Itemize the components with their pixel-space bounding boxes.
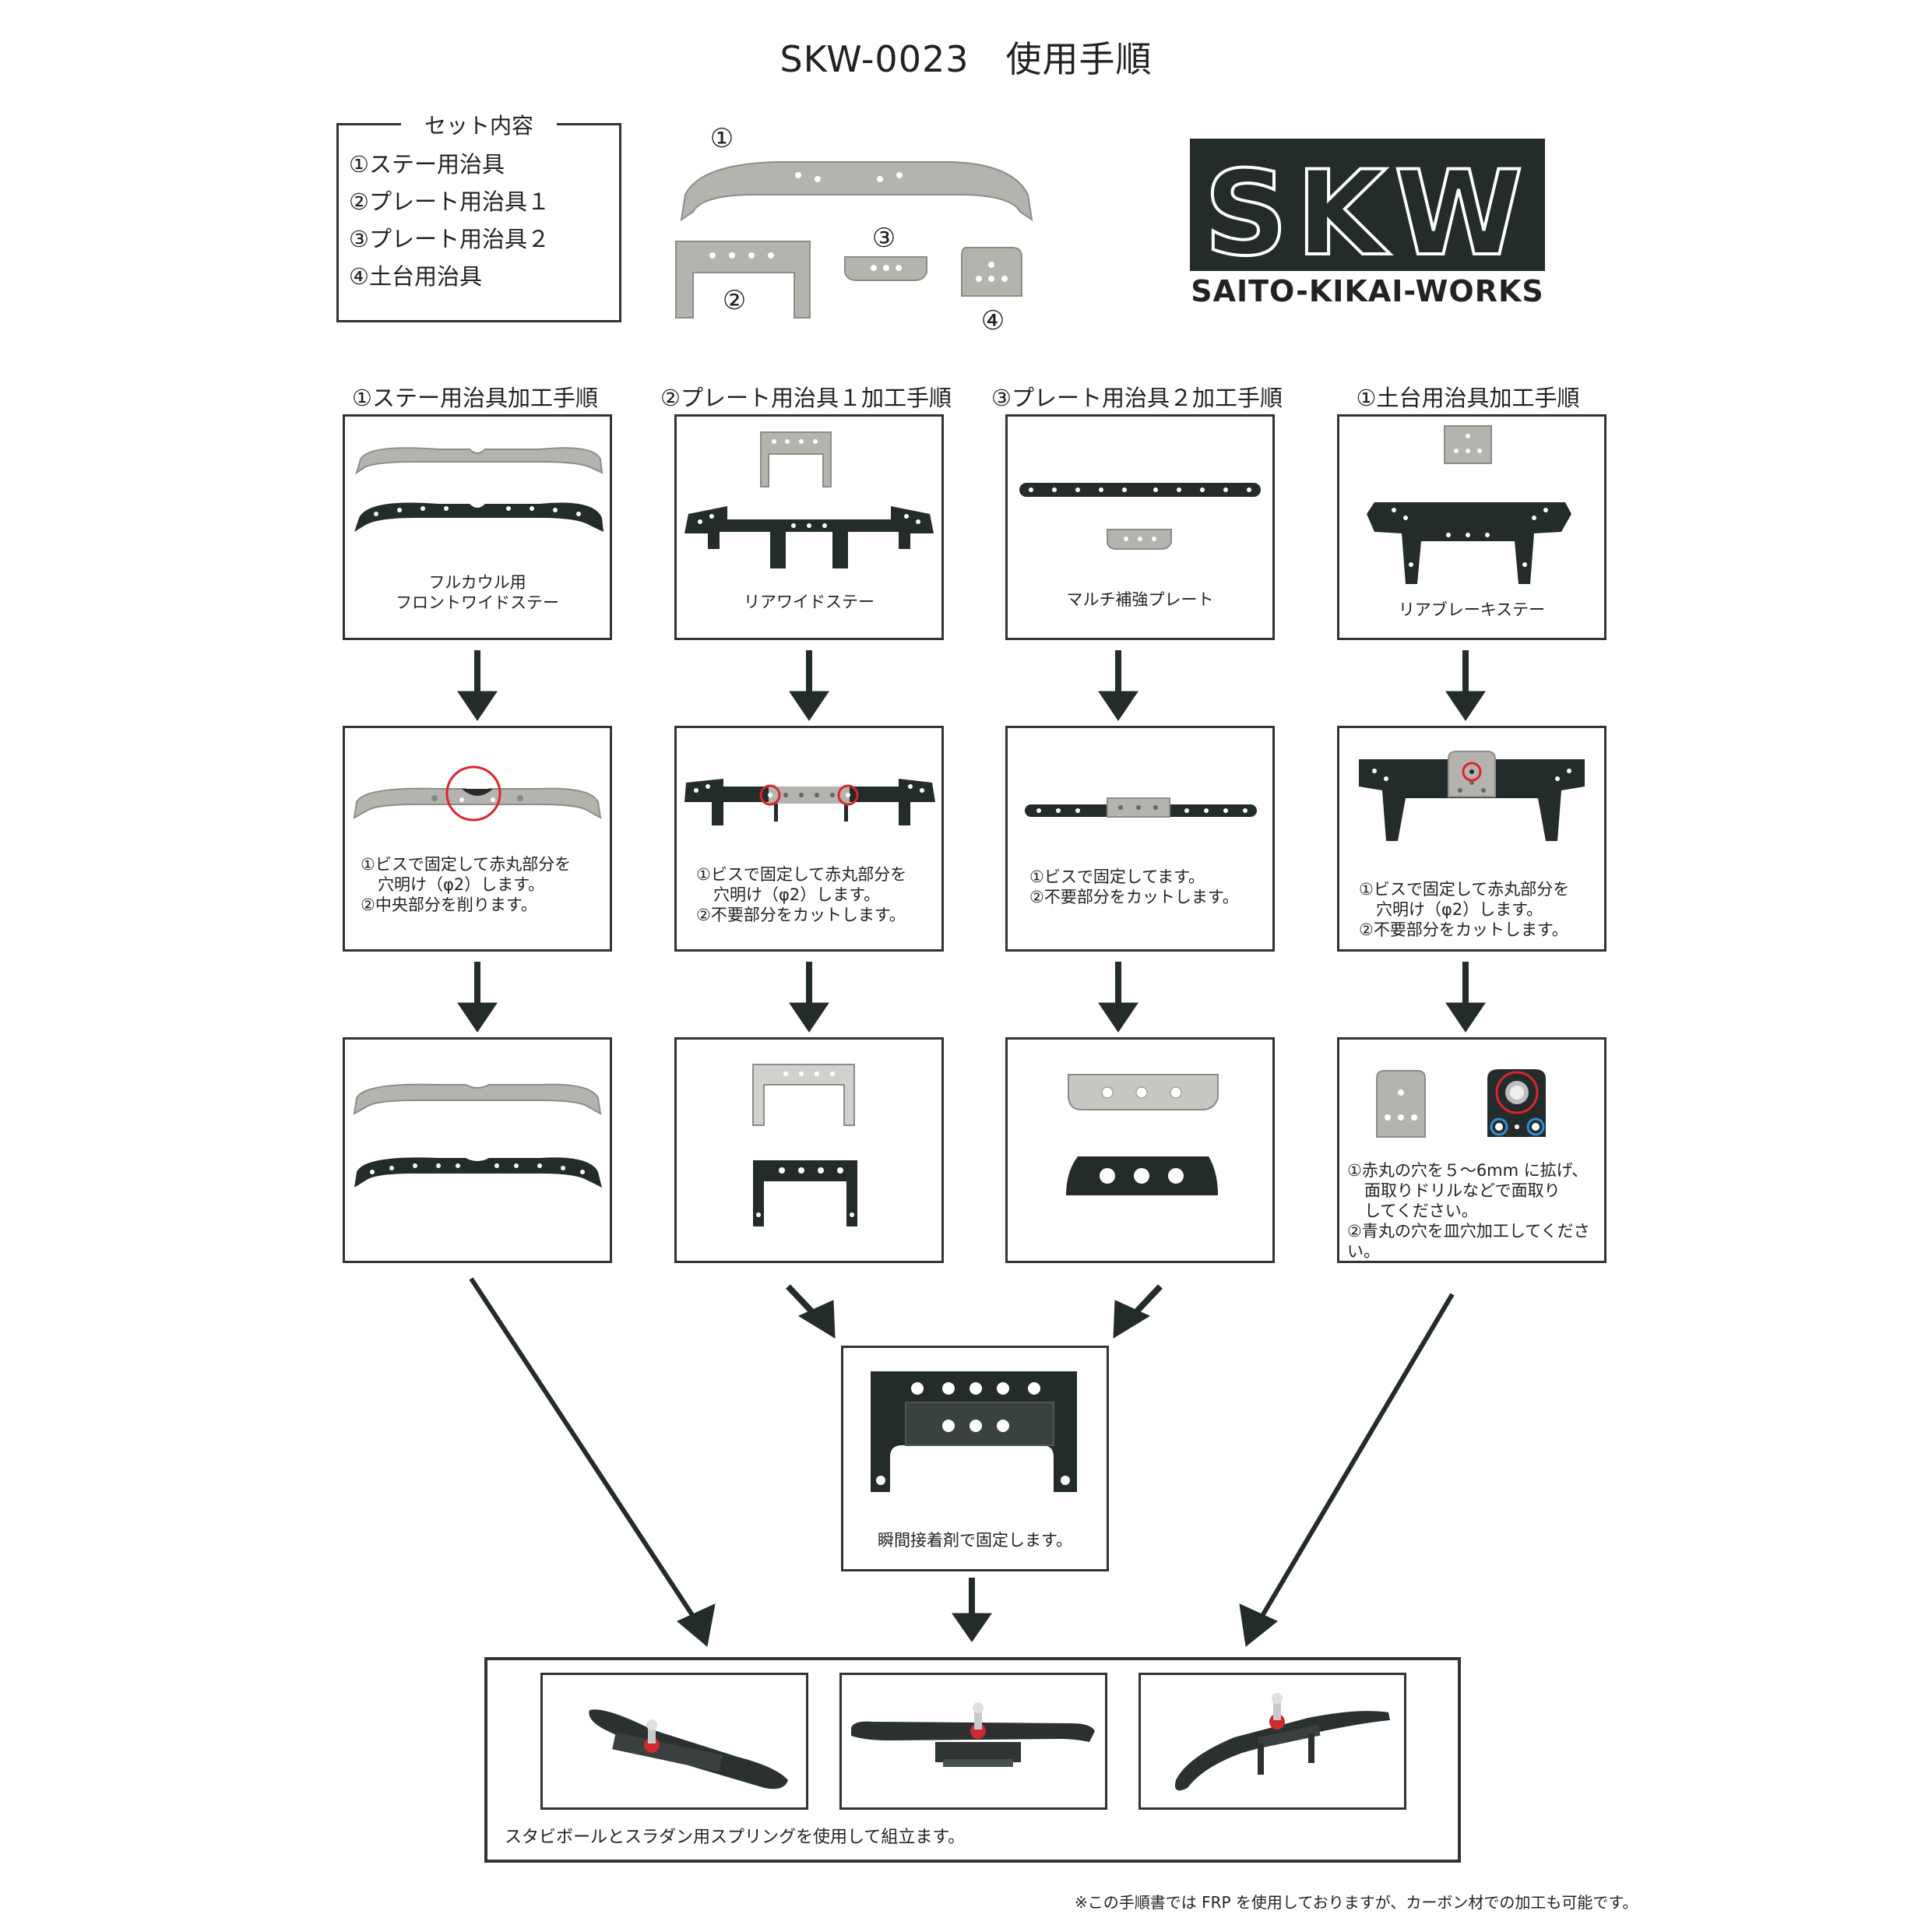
set-item: ③プレート用治具２ — [349, 221, 550, 254]
column-heading: ①ステー用治具加工手順 — [327, 380, 623, 413]
footnote: ※この手順書では FRP を使用しておりますが、カーボン材での加工も可能です。 — [1075, 1890, 1638, 1913]
step-panel: フルカウル用 フロントワイドステー — [343, 414, 612, 640]
step-caption: ②不要部分をカットします。 — [696, 905, 941, 925]
step-caption: フロントワイドステー — [345, 593, 610, 613]
step-caption: ①ビスで固定して赤丸部分を — [696, 864, 941, 885]
step-caption: マルチ補強プレート — [1008, 589, 1272, 610]
step-caption: ②青丸の穴を皿穴加工してください。 — [1347, 1221, 1604, 1262]
set-contents-heading: セット内容 — [401, 109, 557, 140]
set-item: ①ステー用治具 — [349, 146, 505, 179]
arrows-row2 — [0, 958, 1932, 1036]
skw-logo-mark: SKW — [1190, 139, 1545, 271]
step-caption: ①ビスで固定してます。 — [1029, 867, 1271, 887]
parts-overview-image — [670, 148, 1043, 335]
arrows-row1 — [0, 646, 1932, 724]
set-item: ②プレート用治具１ — [349, 184, 550, 216]
step-panel: ①ビスで固定して赤丸部分を 穴明け（φ2）します。 ②中央部分を削ります。 — [343, 726, 612, 952]
svg-text:SKW: SKW — [1204, 146, 1531, 271]
step-panel: ①赤丸の穴を５～6mm に拡げ、 面取りドリルなどで面取り してください。 ②青… — [1337, 1037, 1606, 1263]
step-caption: ①ビスで固定して赤丸部分を — [1359, 879, 1604, 899]
step-caption: ②不要部分をカットします。 — [1029, 887, 1271, 907]
page-title: SKW-0023 使用手順 — [0, 31, 1932, 83]
step-panel: ①ビスで固定してます。 ②不要部分をカットします。 — [1005, 726, 1275, 952]
step-caption: ②中央部分を削ります。 — [361, 895, 610, 915]
assembly-photo — [1138, 1673, 1406, 1810]
step-caption: ①赤丸の穴を５～6mm に拡げ、 — [1347, 1160, 1604, 1181]
step-caption: リアワイドステー — [677, 592, 941, 612]
glue-caption: 瞬間接着剤で固定します。 — [843, 1530, 1107, 1550]
step-panel: リアワイドステー — [674, 414, 944, 640]
step-panel: ①ビスで固定して赤丸部分を 穴明け（φ2）します。 ②不要部分をカットします。 — [1337, 726, 1606, 952]
step-caption: 面取りドリルなどで面取り — [1347, 1181, 1604, 1201]
step-caption: ①ビスで固定して赤丸部分を — [361, 854, 610, 875]
logo-subtitle: SAITO-KIKAI-WORKS — [1176, 274, 1559, 308]
step-panel: ①ビスで固定して赤丸部分を 穴明け（φ2）します。 ②不要部分をカットします。 — [674, 726, 944, 952]
step-panel — [674, 1037, 944, 1263]
assembly-photo — [540, 1673, 808, 1810]
step-caption: 穴明け（φ2）します。 — [361, 875, 610, 895]
step-caption: リアブレーキステー — [1339, 600, 1604, 620]
assembly-photo — [839, 1673, 1107, 1810]
step-panel — [343, 1037, 612, 1263]
step-panel: リアブレーキステー — [1337, 414, 1606, 640]
step-panel — [1005, 1037, 1275, 1263]
glue-panel: 瞬間接着剤で固定します。 — [841, 1346, 1109, 1571]
column-heading: ③プレート用治具２加工手順 — [989, 380, 1285, 413]
column-heading: ②プレート用治具１加工手順 — [658, 380, 954, 413]
step-caption: 穴明け（φ2）します。 — [696, 885, 941, 905]
step-caption: 穴明け（φ2）します。 — [1359, 899, 1604, 920]
set-item: ④土台用治具 — [349, 259, 482, 291]
step-caption: ②不要部分をカットします。 — [1359, 920, 1604, 940]
step-panel: マルチ補強プレート — [1005, 414, 1275, 640]
step-caption: してください。 — [1347, 1201, 1604, 1221]
column-heading: ①土台用治具加工手順 — [1320, 380, 1616, 413]
assembly-caption: スタビボールとスラダン用スプリングを使用して組立ます。 — [505, 1828, 965, 1848]
step-caption: フルカウル用 — [345, 572, 610, 593]
